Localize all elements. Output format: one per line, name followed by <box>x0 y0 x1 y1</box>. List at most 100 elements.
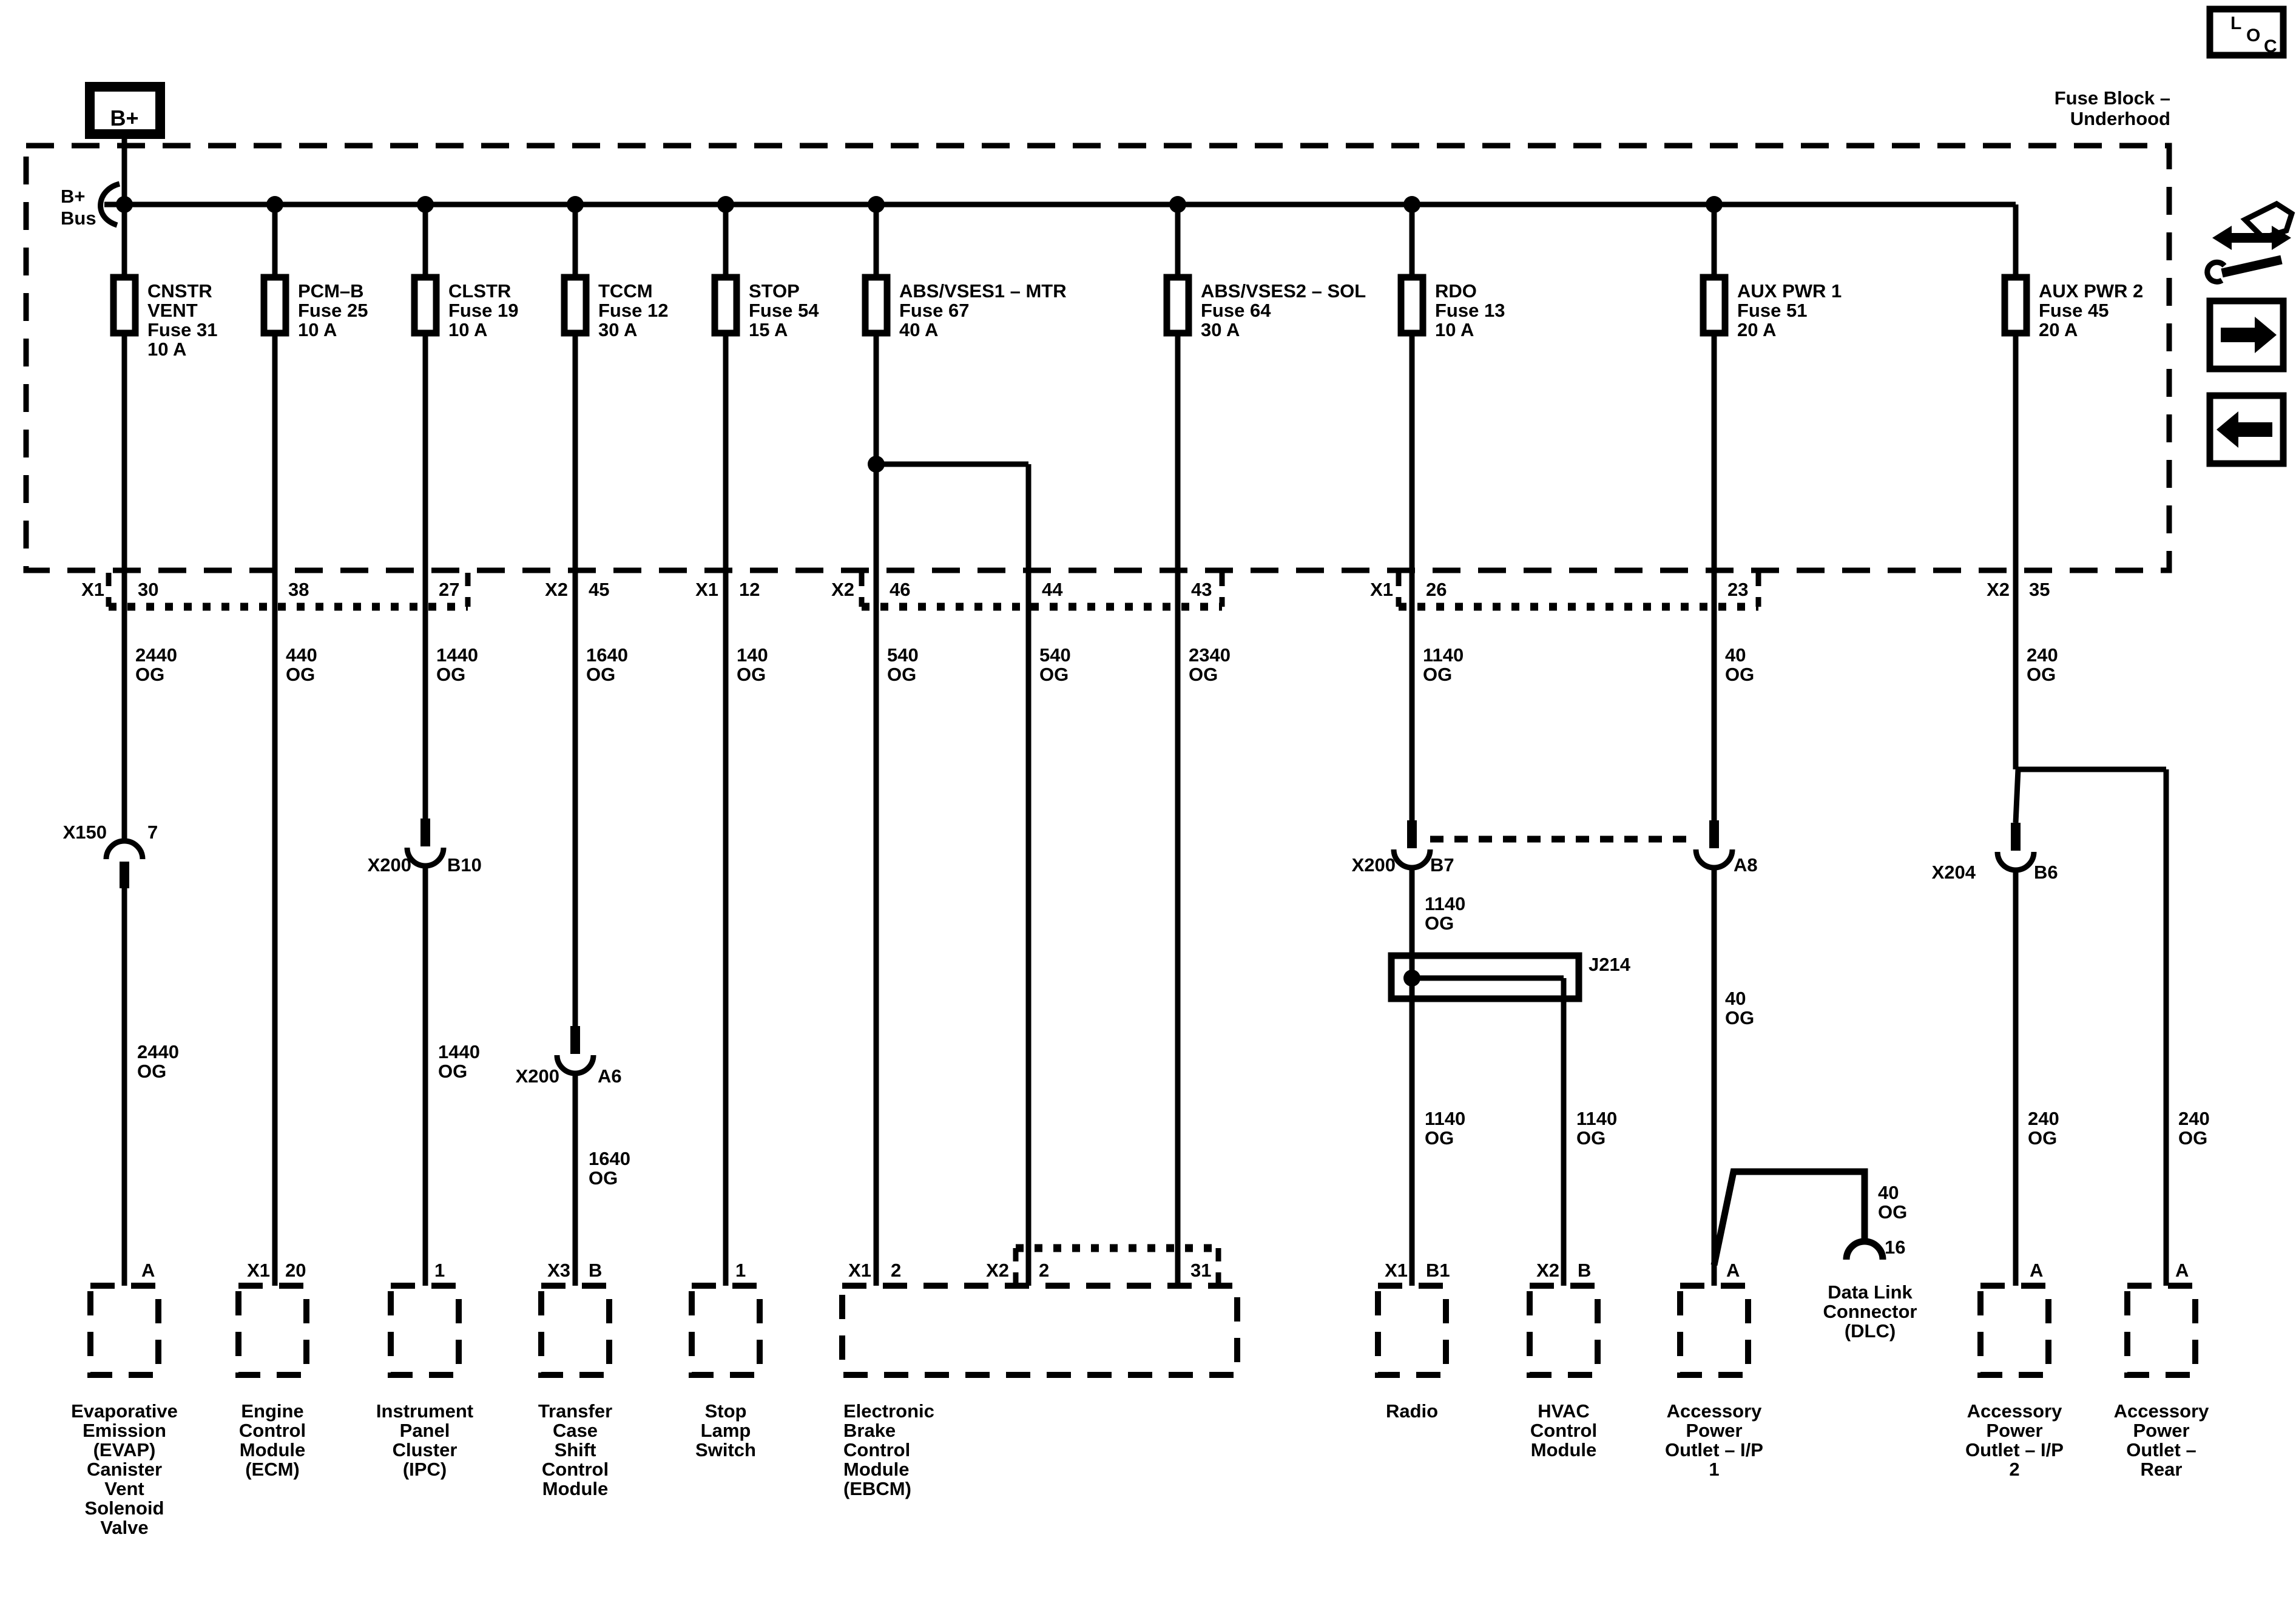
pin-43: 43 <box>1191 579 1212 600</box>
x200-a6-connector-icon <box>554 1055 596 1076</box>
hvac-box <box>1527 1283 1601 1378</box>
x204-b6-connector-icon <box>1994 851 2037 873</box>
rear-pin-a: A <box>2175 1260 2189 1281</box>
pin-prefix-x1b: X1 <box>695 579 718 600</box>
ebcm-box <box>839 1283 1240 1378</box>
stop-pin-1: 1 <box>735 1260 746 1281</box>
loc-letter-o: O <box>2246 25 2260 46</box>
fuse-54-symbol <box>711 274 740 337</box>
fuse-12-symbol <box>561 274 590 337</box>
pin-27: 27 <box>439 579 459 600</box>
pin-44: 44 <box>1042 579 1063 600</box>
ecm-pin-prefix: X1 <box>247 1260 270 1281</box>
acc-outlet-rear-box <box>2124 1283 2198 1378</box>
connector-a6-name: X200 <box>516 1065 559 1087</box>
pin-12: 12 <box>739 579 760 600</box>
hvac-pin-b: B <box>1578 1260 1591 1281</box>
connector-a6-pin: A6 <box>598 1065 622 1087</box>
previous-page-button[interactable] <box>2206 392 2287 467</box>
service-info-icon[interactable] <box>2204 200 2295 285</box>
inline-connector-labels: X150 7 X200 B10 X200 A6 X200 B7 A8 X204 … <box>63 822 2058 1258</box>
evap-pin-a: A <box>141 1260 155 1281</box>
x150-connector-icon <box>103 838 146 860</box>
radio-label: Radio <box>1386 1400 1438 1422</box>
pin-46: 46 <box>890 579 910 600</box>
loc-letter-l: L <box>2230 13 2241 33</box>
pin-30: 30 <box>138 579 158 600</box>
connector-b10-pin: B10 <box>447 854 482 876</box>
ebcm-x2-pin-2: 2 <box>1039 1260 1049 1281</box>
fuse-31-symbol <box>110 274 139 337</box>
b-plus-terminal-label: B+ <box>110 106 138 130</box>
ebcm-x1-pin-2: 2 <box>891 1260 901 1281</box>
b-plus-bus-label: B+Bus <box>61 186 96 229</box>
a8-connector-icon <box>1693 849 1735 871</box>
pin-23: 23 <box>1727 579 1748 600</box>
ecm-pin-20: 20 <box>285 1260 306 1281</box>
fuse-13-symbol <box>1397 274 1427 337</box>
ebcm-pin-31: 31 <box>1190 1260 1211 1281</box>
pin-prefix-x2c: X2 <box>1987 579 2010 600</box>
fuse-19-symbol <box>411 274 440 337</box>
ebcm-x2-connector-outline <box>1013 1244 1221 1283</box>
next-page-button[interactable] <box>2206 297 2287 373</box>
block-pin-connector-outlines <box>106 573 1761 611</box>
fuse-25-symbol <box>260 274 289 337</box>
ebcm-x2-prefix: X2 <box>986 1260 1009 1281</box>
acc-outlet-ip2-box <box>1977 1283 2051 1378</box>
right-arrow-icon <box>2221 317 2277 353</box>
wire-abs1-column-and-branch <box>873 333 1032 1286</box>
component-pin-labels: A X1 20 1 X3 B 1 X1 2 X2 2 31 X1 B1 X2 B… <box>141 1260 2189 1281</box>
tcsm-pin-b: B <box>589 1260 602 1281</box>
inline-connector-symbols <box>103 819 2037 1260</box>
radio-pin-b1: B1 <box>1426 1260 1450 1281</box>
loc-button[interactable] <box>2206 5 2287 59</box>
pin-prefix-x1c: X1 <box>1370 579 1393 600</box>
evap-valve-box <box>87 1283 161 1378</box>
circuit-wires <box>121 333 2169 1286</box>
pin-35: 35 <box>2029 579 2050 600</box>
pin-prefix-x2b: X2 <box>831 579 854 600</box>
dlc-pin-connector-icon <box>1843 1238 1886 1260</box>
pin-26: 26 <box>1426 579 1447 600</box>
connector-x150-pin: 7 <box>147 822 158 843</box>
tcsm-pin-prefix: X3 <box>547 1260 570 1281</box>
pin-prefix-x2: X2 <box>545 579 568 600</box>
fuse-block-border <box>23 143 2172 573</box>
connector-b7-pin: B7 <box>1430 854 1454 876</box>
dlc-pin-16: 16 <box>1885 1237 1905 1258</box>
acc2-pin-a: A <box>2030 1260 2043 1281</box>
ecm-box <box>235 1283 309 1378</box>
connector-b7-name: X200 <box>1352 854 1396 876</box>
j214-splice-box <box>1388 952 1582 1002</box>
